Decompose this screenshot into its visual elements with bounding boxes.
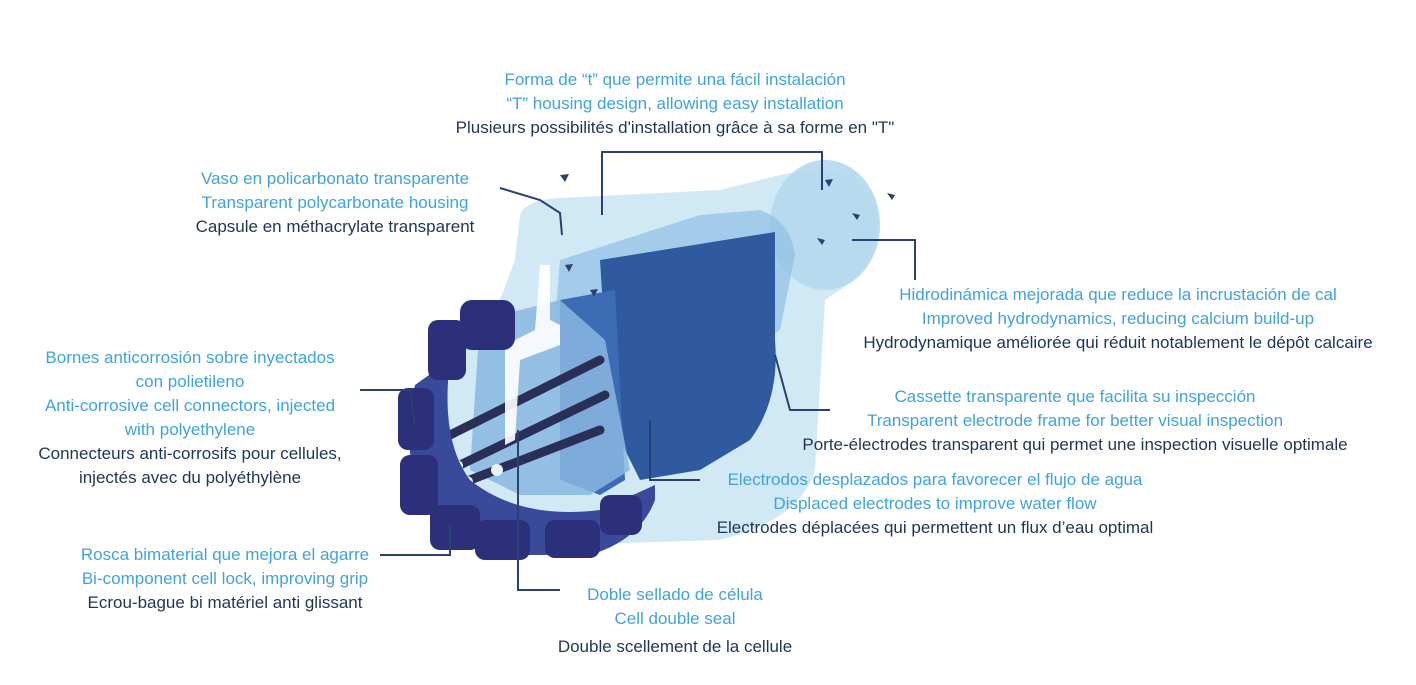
leader-t-shape xyxy=(601,151,823,215)
outlet-cylinder xyxy=(770,160,880,290)
t-shape-fr: Plusieurs possibilités d'installation gr… xyxy=(455,118,895,137)
connector-bracket xyxy=(505,265,560,445)
connectors-fr-2: injectés avec du polyéthylène xyxy=(78,468,302,487)
seal-en: Cell double seal xyxy=(614,609,736,628)
electrodes-en: Displaced electrodes to improve water fl… xyxy=(773,494,1097,513)
callout-electrodes: Electrodos desplazados para favorecer el… xyxy=(700,468,1170,540)
connectors-en-2: with polyethylene xyxy=(124,420,256,439)
leader-cassette xyxy=(774,354,830,411)
hydro-fr: Hydrodynamique améliorée qui réduit nota… xyxy=(863,333,1373,352)
callout-double-seal: Doble sellado de célula Cell double seal… xyxy=(540,583,810,659)
cassette-en: Transparent electrode frame for better v… xyxy=(866,411,1284,430)
t-shape-en: “T” housing design, allowing easy instal… xyxy=(506,94,844,113)
electrodes-es: Electrodos desplazados para favorecer el… xyxy=(727,470,1143,489)
electrodes-fr: Electrodes déplacées qui permettent un f… xyxy=(716,518,1154,537)
seal-es: Doble sellado de célula xyxy=(587,585,763,604)
connectors-es-1: Bornes anticorrosión sobre inyectados xyxy=(45,348,335,367)
hydro-en: Improved hydrodynamics, reducing calcium… xyxy=(921,309,1315,328)
callout-hydrodynamics: Hidrodinámica mejorada que reduce la inc… xyxy=(838,283,1398,355)
leader-lock xyxy=(380,525,451,556)
leader-housing xyxy=(499,187,563,236)
housing-fr: Capsule en méthacrylate transparent xyxy=(195,217,475,236)
callout-connectors: Bornes anticorrosión sobre inyectados co… xyxy=(10,346,370,490)
leader-seal xyxy=(517,430,560,591)
housing-en: Transparent polycarbonate housing xyxy=(201,193,469,212)
lock-es: Rosca bimaterial que mejora el agarre xyxy=(80,545,370,564)
seal-fr: Double scellement de la cellule xyxy=(557,637,793,656)
leader-electrodes xyxy=(649,420,700,481)
lock-fr: Ecrou-bague bi matériel anti glissant xyxy=(87,593,363,612)
housing-es: Vaso en policarbonato transparente xyxy=(200,169,470,188)
connectors-es-2: con polietileno xyxy=(135,372,245,391)
connectors-fr-1: Connecteurs anti-corrosifs pour cellules… xyxy=(38,444,342,463)
flow-arrows xyxy=(560,174,895,297)
threaded-cap xyxy=(398,300,655,560)
connectors-en-1: Anti-corrosive cell connectors, injected xyxy=(44,396,336,415)
leader-lines xyxy=(360,151,916,591)
hydro-es: Hidrodinámica mejorada que reduce la inc… xyxy=(899,285,1337,304)
callout-cell-lock: Rosca bimaterial que mejora el agarre Bi… xyxy=(45,543,405,615)
cassette-fr: Porte-électrodes transparent qui permet … xyxy=(802,435,1348,454)
callout-t-shape: Forma de “t” que permite una fácil insta… xyxy=(430,68,920,140)
leader-hydro xyxy=(852,239,916,280)
cassette-block xyxy=(600,232,776,480)
lock-en: Bi-component cell lock, improving grip xyxy=(81,569,369,588)
cassette-es: Cassette transparente que facilita su in… xyxy=(894,387,1256,406)
leader-connectors xyxy=(360,389,416,426)
callout-cassette: Cassette transparente que facilita su in… xyxy=(775,385,1375,457)
t-shape-es: Forma de “t” que permite una fácil insta… xyxy=(504,70,846,89)
callout-housing: Vaso en policarbonato transparente Trans… xyxy=(170,167,500,239)
